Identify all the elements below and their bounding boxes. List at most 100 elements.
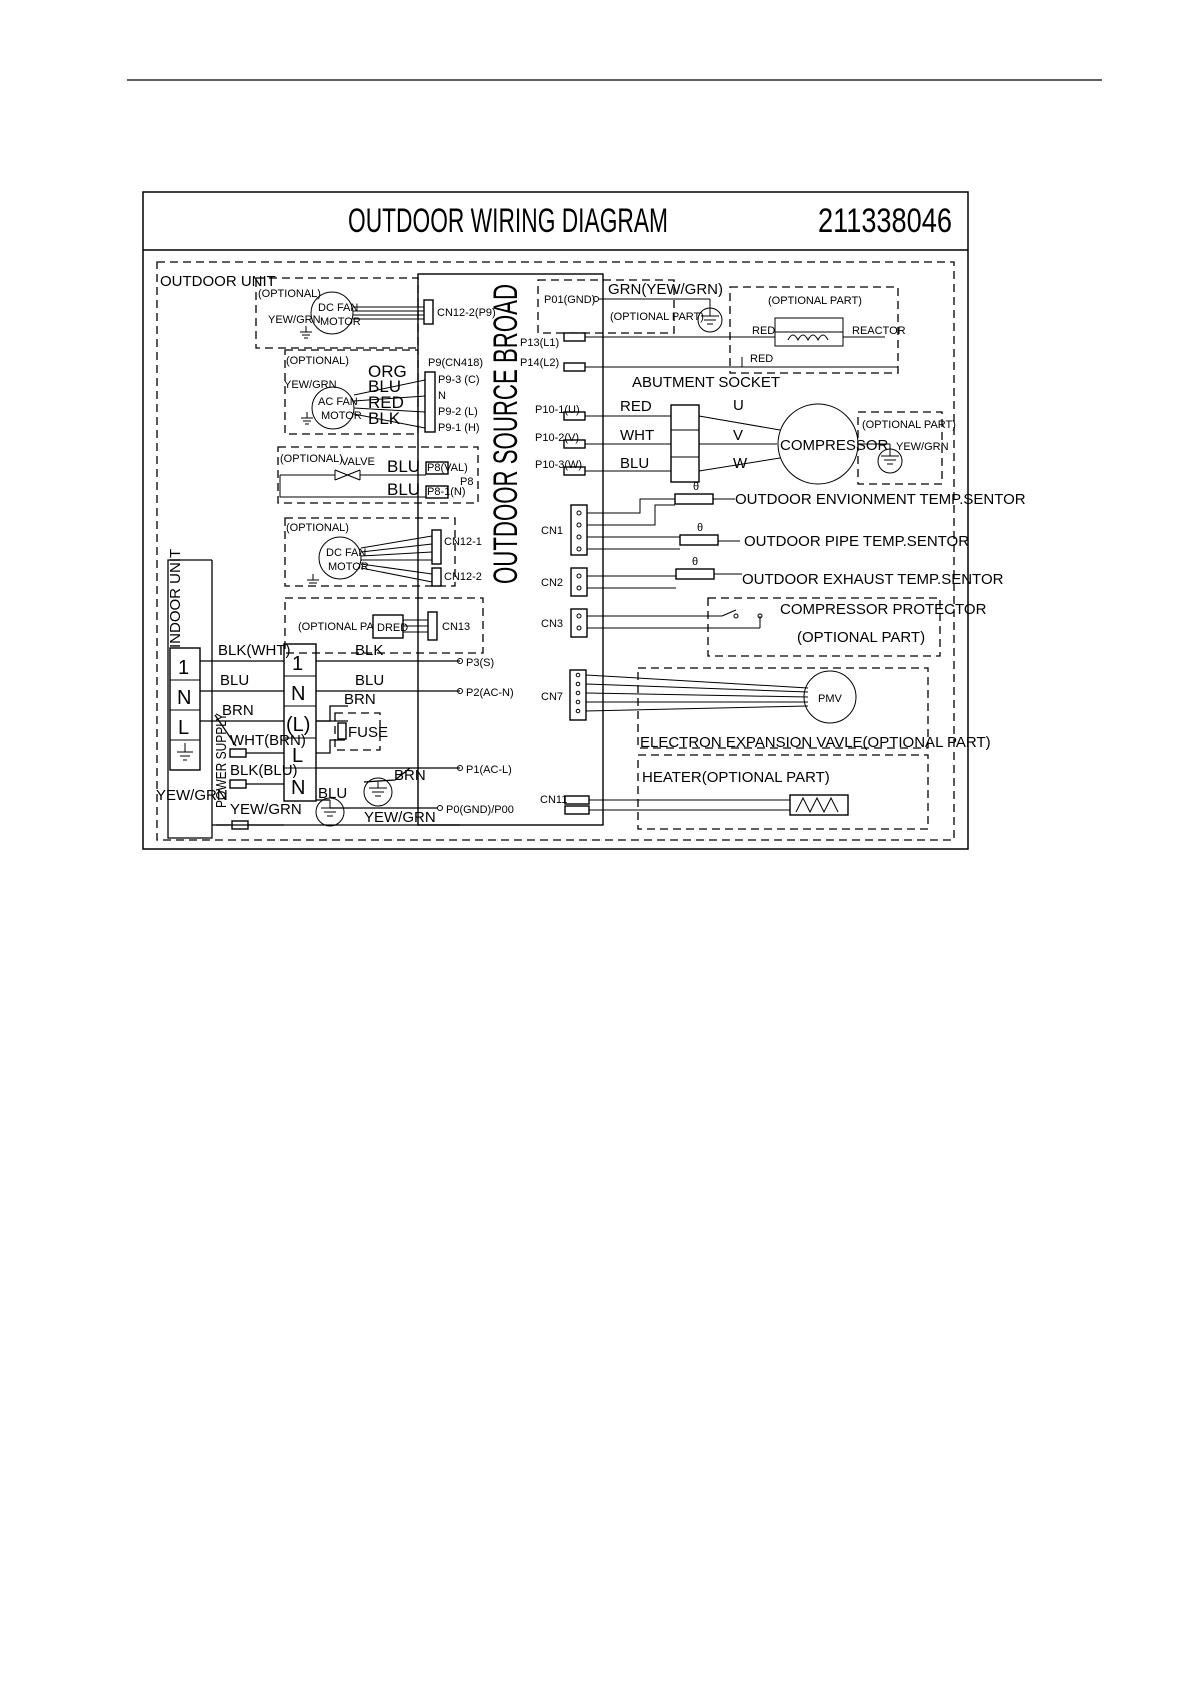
svg-text:BLK: BLK [368,409,401,428]
svg-text:YEW/GRN: YEW/GRN [896,441,949,453]
svg-text:P10-3(W): P10-3(W) [535,459,582,471]
svg-text:U: U [733,397,744,414]
pmv [803,670,857,724]
dc-fan-motor-middle: DC FAN MOTOR [318,536,369,580]
diagram-frame [142,191,969,850]
svg-text:CN7: CN7 [541,691,563,703]
wire-label-blu-1: BLU [220,672,249,689]
board-terminal-p0: P0(GND)/P00 [446,804,514,816]
terminal-l: L [292,745,303,767]
svg-text:RED: RED [750,353,773,365]
svg-text:RED: RED [620,398,652,415]
svg-text:P8: P8 [460,476,473,488]
svg-text:P8-1(N): P8-1(N) [427,486,466,498]
svg-text:CN13: CN13 [442,621,470,633]
abutment-socket [670,404,700,483]
svg-text:θ: θ [693,481,699,493]
svg-text:(OPTIONAL): (OPTIONAL) [280,453,343,465]
svg-text:CN12-2(P9): CN12-2(P9) [437,307,496,319]
svg-text:ELECTRON EXPANSION VAVLE(OPTIO: ELECTRON EXPANSION VAVLE(OPTIONAL PART) [640,734,991,751]
svg-text:P9-1 (H): P9-1 (H) [438,422,480,434]
valve-icon: VALVE [334,456,375,481]
svg-text:CN3: CN3 [541,618,563,630]
svg-text:COMPRESSOR PROTECTOR: COMPRESSOR PROTECTOR [780,601,987,618]
ground-icon-dcfan-top [300,326,312,339]
svg-text:MOTOR: MOTOR [321,410,362,422]
svg-text:REACTOR: REACTOR [852,325,906,337]
svg-text:(OPTIONAL PART): (OPTIONAL PART) [298,621,392,633]
terminal-l-paren: (L) [286,714,310,736]
wire-label-brn-3: BRN [394,767,426,784]
svg-text:ORG: ORG [368,362,407,381]
outdoor-unit-label: OUTDOOR UNIT [160,273,276,290]
board-terminal-p1: P1(AC-L) [466,764,512,776]
svg-text:N: N [438,390,446,402]
svg-text:CN1: CN1 [541,525,563,537]
board-terminal-p2: P2(AC-N) [466,687,514,699]
svg-text:CN12-2: CN12-2 [444,571,482,583]
indoor-terminal-1: 1 [178,657,189,679]
svg-text:(OPTIONAL PART): (OPTIONAL PART) [610,311,704,323]
wire-label-blk: BLK [355,642,383,659]
wire-label-brn-1: BRN [222,702,254,719]
svg-text:(OPTIONAL PART): (OPTIONAL PART) [797,629,925,646]
svg-text:ABUTMENT SOCKET: ABUTMENT SOCKET [632,374,780,391]
svg-text:(OPTIONAL): (OPTIONAL) [286,522,349,534]
fuse-label: FUSE [348,724,388,741]
svg-text:OUTDOOR ENVIONMENT TEMP.SENTOR: OUTDOOR ENVIONMENT TEMP.SENTOR [735,491,1026,508]
indoor-yewgrn-label: YEW/GRN [156,787,228,804]
svg-text:P14(L2): P14(L2) [520,357,559,369]
svg-text:V: V [733,427,743,444]
ground-icon-board [363,777,393,807]
power-supply-label: POWER SUPPLY [213,713,230,808]
svg-text:GRN(YEW/GRN): GRN(YEW/GRN) [608,281,723,298]
svg-text:BLU: BLU [620,455,649,472]
svg-text:P13(L1): P13(L1) [520,337,559,349]
outdoor-unit-boundary [156,261,955,841]
wire-label-yew-grn-gnd: YEW/GRN [364,809,436,826]
svg-text:(OPTIONAL): (OPTIONAL) [286,355,349,367]
ground-icon-dcfan-middle [307,574,319,587]
cn1-connector [570,504,588,556]
terminal-1: 1 [292,653,303,675]
svg-text:(OPTIONAL PART): (OPTIONAL PART) [862,419,956,431]
reactor-coil [774,317,844,347]
svg-text:P9-2 (L): P9-2 (L) [438,406,478,418]
terminal-n: N [291,683,305,705]
svg-text:P9(CN418): P9(CN418) [428,357,483,369]
svg-text:VALVE: VALVE [341,456,375,468]
svg-text:P10-1(U): P10-1(U) [535,404,580,416]
wire-label-blk-wht: BLK(WHT) [218,642,291,659]
svg-text:P10-2(V): P10-2(V) [535,432,579,444]
board-label: OUTDOOR SOURCE BROAD [487,284,525,584]
svg-text:MOTOR: MOTOR [320,316,361,328]
svg-text:P8(VAL): P8(VAL) [427,462,468,474]
svg-text:COMPRESSOR: COMPRESSOR [780,437,889,454]
svg-text:CN2: CN2 [541,577,563,589]
indoor-ground-icon [177,743,193,761]
ac-fan-motor: AC FAN MOTOR [311,386,362,430]
diagram-title: OUTDOOR WIRING DIAGRAM [348,202,668,240]
indoor-terminal-l: L [178,717,189,739]
diagram-number: 211338046 [818,202,952,240]
svg-text:(OPTIONAL PART): (OPTIONAL PART) [768,295,862,307]
wire-label-blu-2: BLU [355,672,384,689]
svg-text:WHT: WHT [620,427,654,444]
board-terminal-p3: P3(S) [466,657,494,669]
svg-text:DC FAN: DC FAN [318,302,358,314]
ground-icon-acfan [301,412,313,425]
svg-text:PMV: PMV [818,693,843,705]
cn3-connector [570,608,588,638]
svg-text:θ: θ [692,556,698,568]
svg-text:YEW/GRN: YEW/GRN [284,379,337,391]
indoor-unit-box [167,559,213,839]
svg-text:CN12-1: CN12-1 [444,536,482,548]
svg-text:θ: θ [697,522,703,534]
wire-label-blk-blu: BLK(BLU) [230,762,298,779]
svg-text:P9-3 (C): P9-3 (C) [438,374,480,386]
wire-label-yew-grn-ps: YEW/GRN [230,801,302,818]
ground-icon-compressor [877,444,903,474]
svg-text:DC FAN: DC FAN [326,547,366,559]
svg-text:CN11: CN11 [540,794,567,806]
